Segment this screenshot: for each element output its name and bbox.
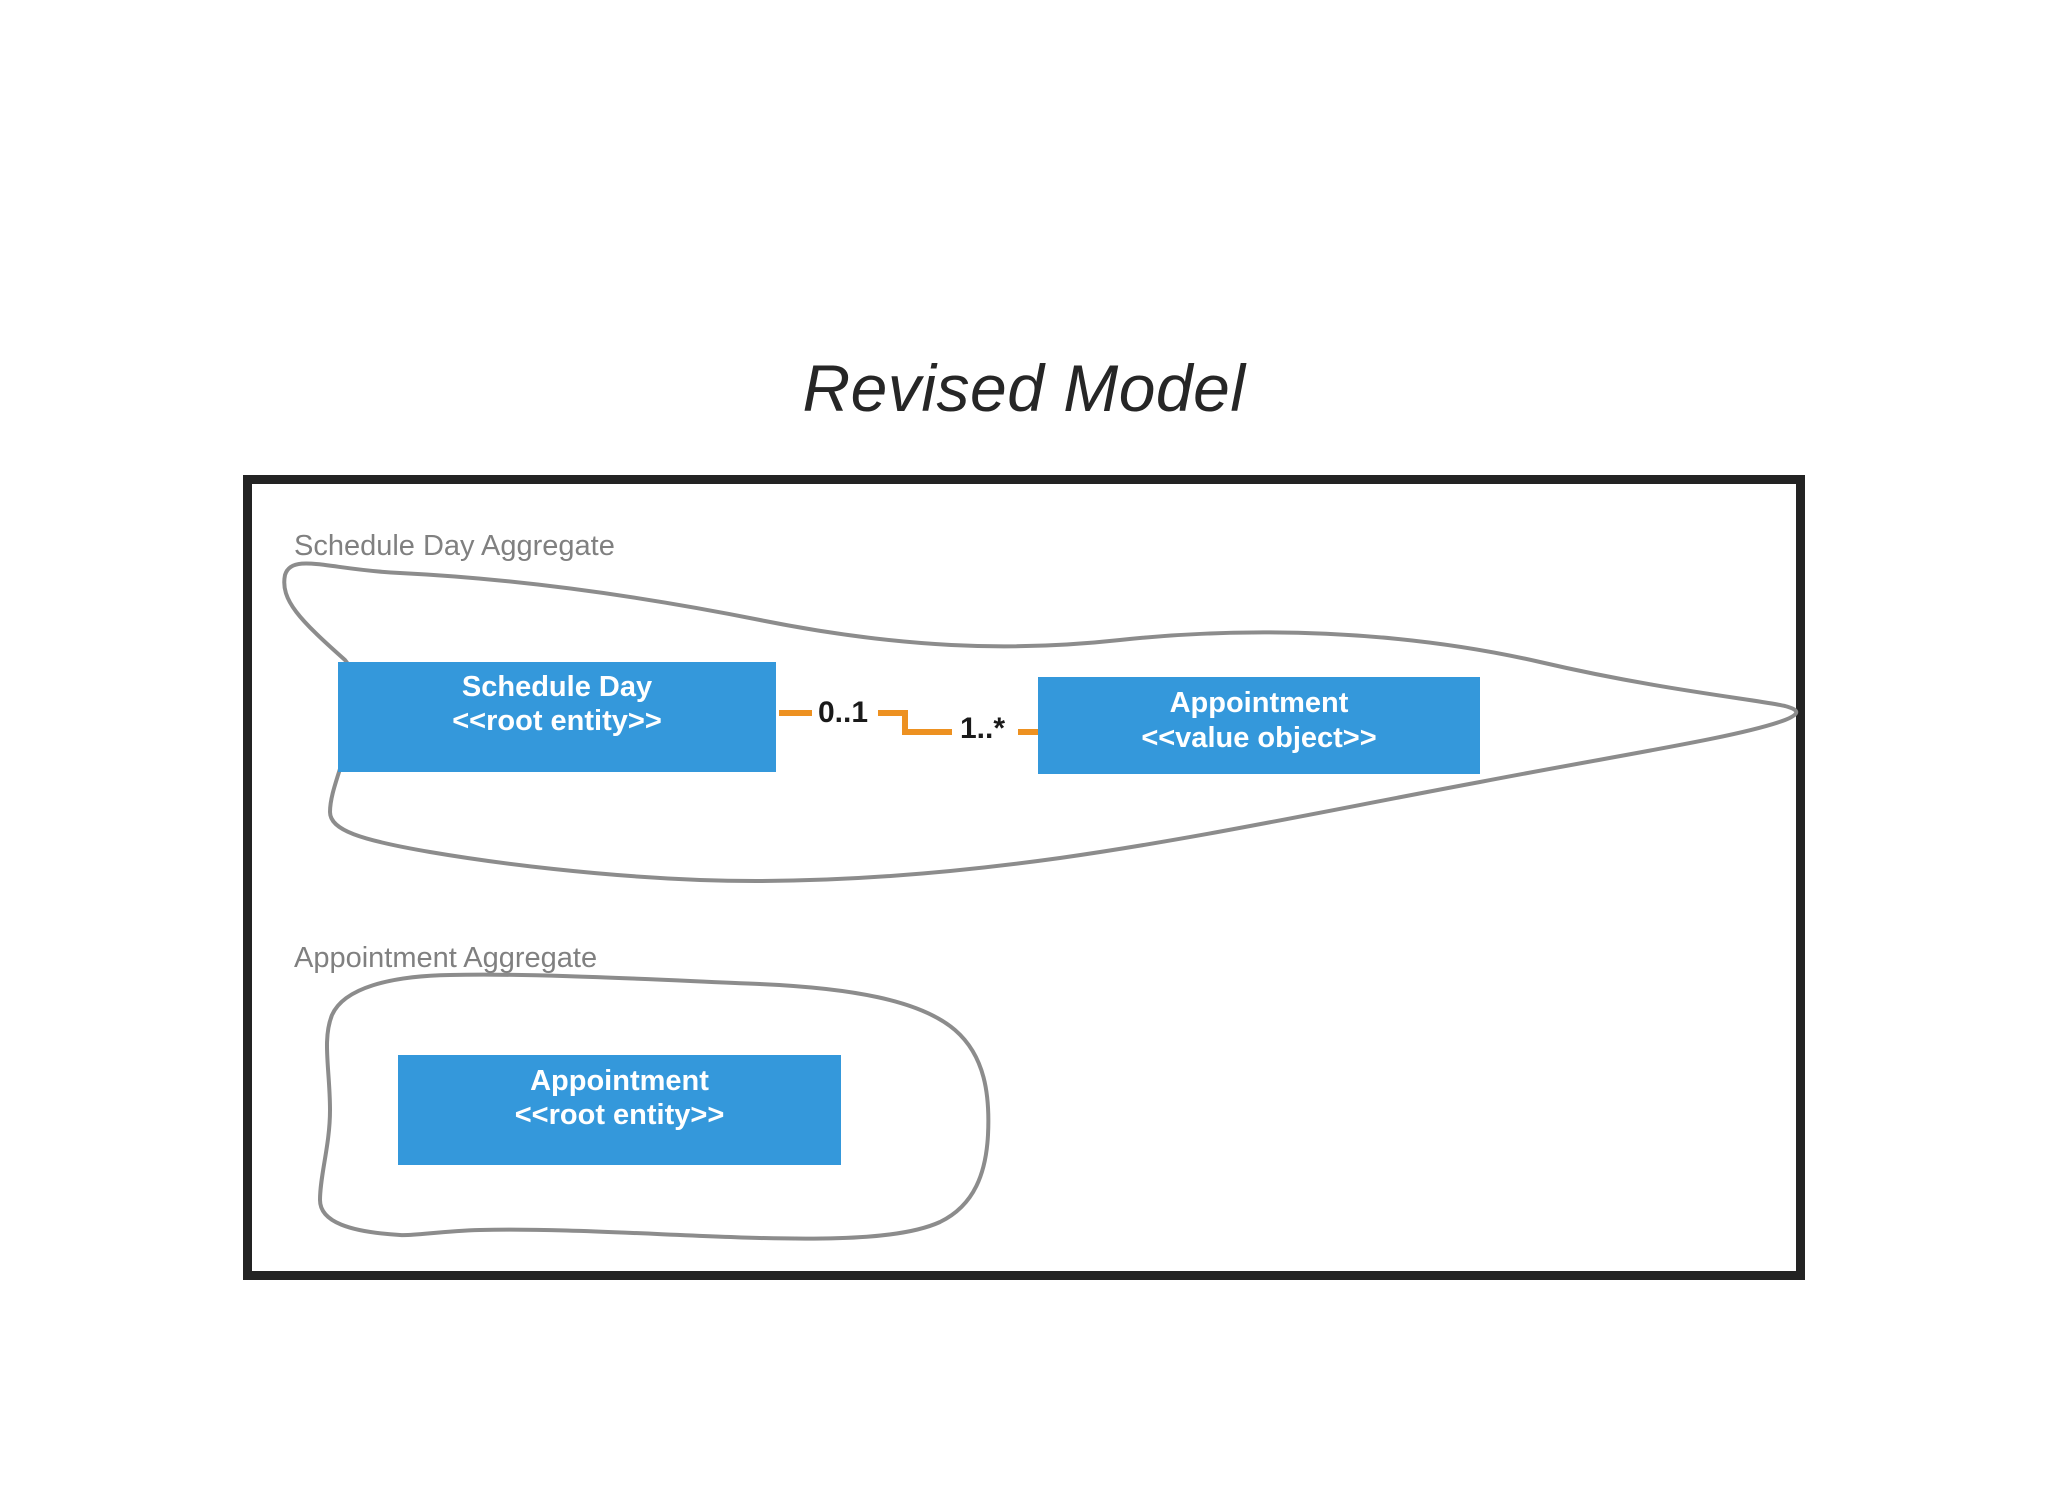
page-title: Revised Model xyxy=(802,351,1246,425)
entity-name: Appointment xyxy=(1169,687,1349,720)
multiplicity-label-source: 0..1 xyxy=(818,696,869,729)
model-frame xyxy=(243,475,1805,1280)
entity-name: Schedule Day xyxy=(461,670,653,703)
entity-stereotype: <<value object>> xyxy=(1141,721,1377,754)
multiplicity-label-target: 1..* xyxy=(960,712,1006,745)
entity-box-schedule-day[interactable]: Schedule Day <<root entity>> xyxy=(338,662,776,772)
entity-box-appointment-root-entity[interactable]: Appointment <<root entity>> xyxy=(398,1055,841,1165)
entity-box-appointment-value-object[interactable]: Appointment <<value object>> xyxy=(1038,677,1480,774)
entity-stereotype: <<root entity>> xyxy=(452,705,662,737)
entity-name: Appointment xyxy=(530,1064,709,1097)
entity-stereotype: <<root entity>> xyxy=(514,1099,725,1131)
aggregate-label-schedule-day: Schedule Day Aggregate xyxy=(294,530,615,562)
aggregate-label-appointment: Appointment Aggregate xyxy=(294,942,598,974)
